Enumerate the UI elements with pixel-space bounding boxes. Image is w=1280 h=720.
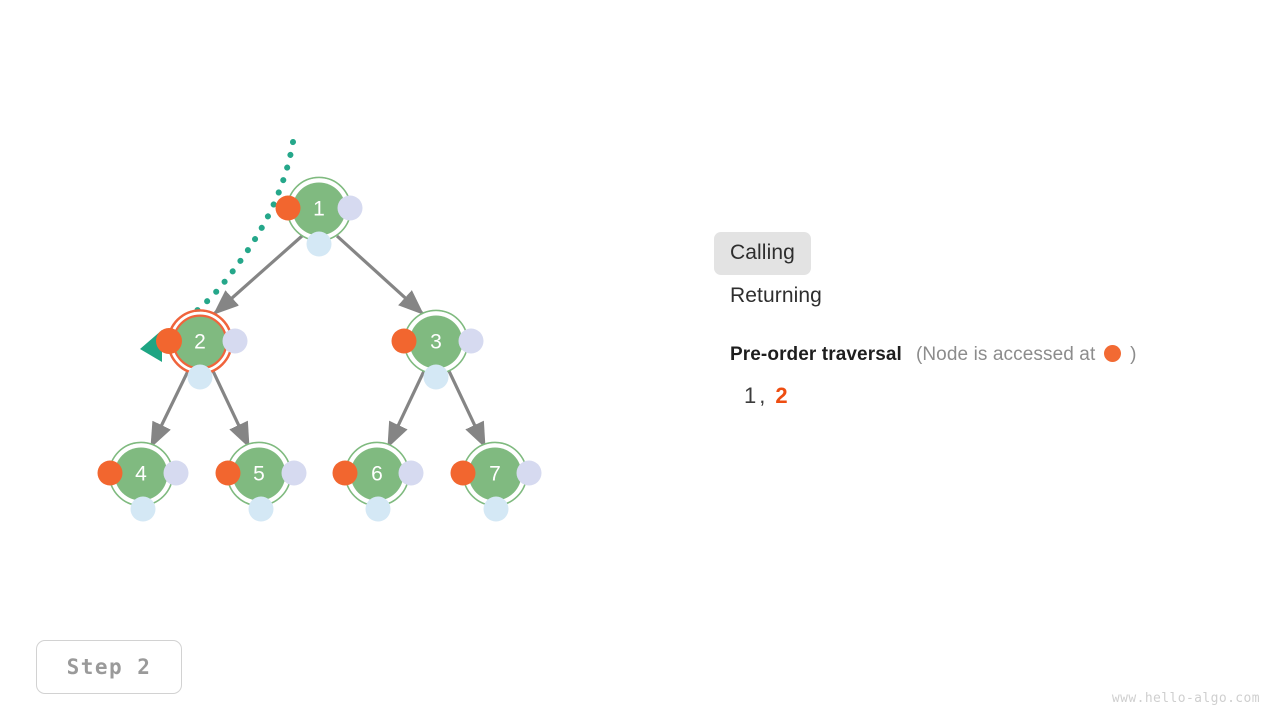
legend-state-calling-wrap: Calling [714,232,1254,275]
tree-node-6[interactable]: 6 [332,441,424,522]
step-badge-label: Step 2 [66,655,152,679]
node-7-port-bottom-icon [483,496,509,522]
watermark-text: www.hello-algo.com [1111,691,1260,706]
calling-path-line [153,139,296,344]
node-3-label: 3 [430,331,442,354]
edge-2-5 [211,370,251,449]
node-5-port-access-icon [215,460,241,486]
node-2-port-access-icon [156,328,182,354]
sequence-separator: , [759,383,767,408]
info-panel: Calling Returning Pre-order traversal (N… [714,232,1254,409]
tree-nodes: 1 2 3 [97,176,542,522]
edge-2-4 [149,370,190,449]
node-7-label: 7 [489,463,501,486]
traversal-header: Pre-order traversal (Node is accessed at… [730,344,1254,366]
node-1-body [292,182,346,236]
node-4-label: 4 [135,463,147,486]
node-6-port-right-icon [398,460,424,486]
node-5-body [232,447,286,501]
edge-1-2 [212,234,304,316]
node-3-port-bottom-icon [423,364,449,390]
legend-state-calling[interactable]: Calling [714,232,811,275]
tree-svg: 1 2 3 [97,139,542,522]
tree-node-3[interactable]: 3 [391,309,484,390]
node-6-port-access-icon [332,460,358,486]
node-5-port-bottom-icon [248,496,274,522]
tree-node-4[interactable]: 4 [97,441,189,522]
node-3-port-right-icon [458,328,484,354]
sequence-item: 1 [744,383,758,408]
node-4-port-right-icon [163,460,189,486]
tree-edges [149,234,487,449]
traversal-note-after: ) [1130,344,1137,365]
node-6-label: 6 [371,463,383,486]
node-2-port-right-icon [222,328,248,354]
edge-1-3 [335,234,425,316]
traversal-note: (Node is accessed at ) [916,344,1137,366]
node-4-body [114,447,168,501]
tree-node-1[interactable]: 1 [275,176,363,257]
tree-node-5[interactable]: 5 [215,441,307,522]
node-3-body [409,315,463,369]
node-1-port-right-icon [337,195,363,221]
node-6-body [350,447,404,501]
tree-node-7[interactable]: 7 [450,441,542,522]
tree-diagram: 1 2 3 [97,139,542,522]
edge-3-6 [386,370,426,449]
node-5-port-right-icon [281,460,307,486]
watermark: www.hello-algo.com [1112,691,1260,706]
node-1-label: 1 [313,198,325,221]
node-1-port-access-icon [275,195,301,221]
node-2-label: 2 [194,331,206,354]
legend-state-returning[interactable]: Returning [730,284,822,307]
node-4-port-access-icon [97,460,123,486]
traversal-title: Pre-order traversal [730,344,902,365]
step-badge: Step 2 [36,640,182,694]
node-1-port-bottom-icon [306,231,332,257]
sequence-item-current: 2 [775,383,789,408]
node-5-label: 5 [253,463,265,486]
traversal-note-before: (Node is accessed at [915,344,1096,365]
node-6-port-bottom-icon [365,496,391,522]
access-marker-icon [1103,345,1121,362]
edge-3-7 [447,370,487,449]
traversal-block: Pre-order traversal (Node is accessed at… [714,344,1254,409]
node-7-body [468,447,522,501]
tree-node-2[interactable]: 2 [156,309,248,390]
node-3-port-access-icon [391,328,417,354]
node-2-port-bottom-icon [187,364,213,390]
node-4-port-bottom-icon [130,496,156,522]
node-7-port-right-icon [516,460,542,486]
node-7-port-access-icon [450,460,476,486]
traversal-sequence: 1,2 [730,383,1254,409]
